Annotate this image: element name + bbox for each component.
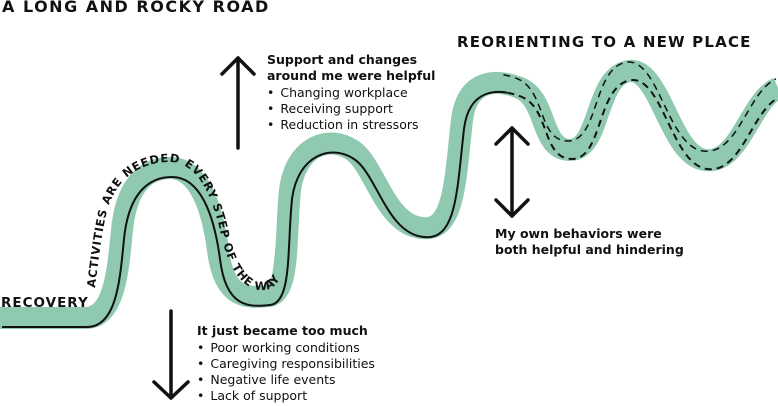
- list-item: Changing workplace: [267, 85, 442, 101]
- destination-label: REORIENTING TO A NEW PLACE: [457, 33, 752, 51]
- arrow-down-icon: [152, 309, 190, 400]
- list-item: Lack of support: [197, 388, 375, 404]
- helpful-factors: Support and changes around me were helpf…: [267, 52, 442, 133]
- double-arrow-icon: [494, 126, 530, 218]
- list-item: Receiving support: [267, 101, 442, 117]
- hindering-heading: It just became too much: [197, 323, 368, 338]
- own-heading: My own behaviors were both helpful and h…: [495, 226, 684, 257]
- arrow-up-icon: [220, 56, 256, 150]
- list-item: Negative life events: [197, 372, 375, 388]
- list-item: Reduction in stressors: [267, 117, 442, 133]
- list-item: Caregiving responsibilities: [197, 356, 375, 372]
- helpful-heading: Support and changes around me were helpf…: [267, 52, 436, 83]
- hindering-factors: It just became too much Poor working con…: [197, 323, 375, 404]
- start-label: RECOVERY: [1, 295, 89, 311]
- helpful-list: Changing workplace Receiving support Red…: [267, 85, 442, 133]
- list-item: Poor working conditions: [197, 340, 375, 356]
- diagram-title: A LONG AND ROCKY ROAD: [2, 0, 270, 16]
- own-behaviors: My own behaviors were both helpful and h…: [495, 226, 695, 258]
- hindering-list: Poor working conditions Caregiving respo…: [197, 340, 375, 404]
